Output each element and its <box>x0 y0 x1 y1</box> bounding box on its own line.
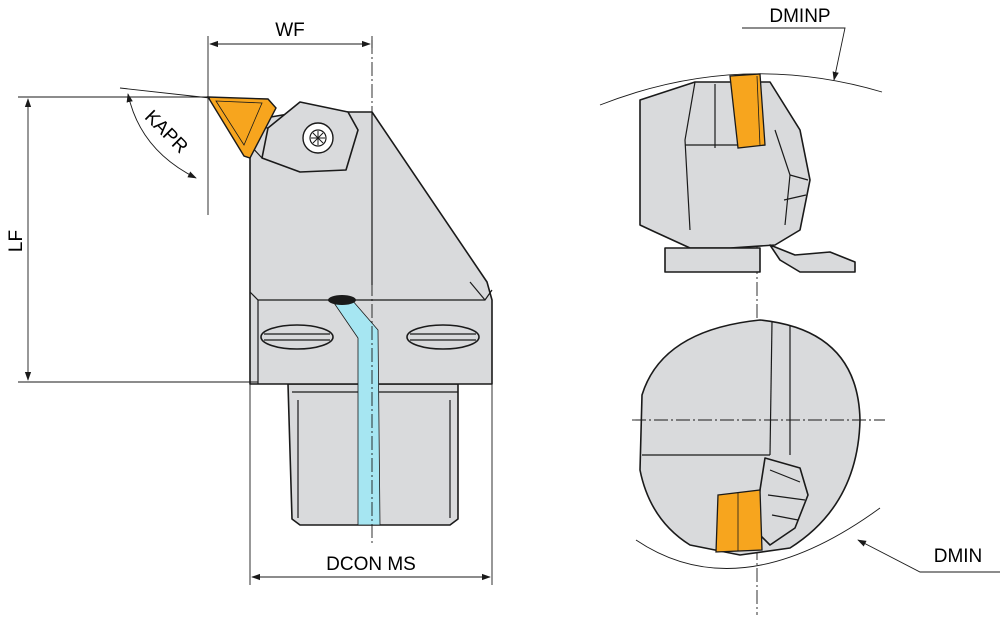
dmin-leader <box>857 539 1000 573</box>
coolant-outlet <box>328 295 356 305</box>
flange-edge <box>469 281 486 301</box>
bore-views: DMINP DMIN <box>599 6 1000 615</box>
side-view: WF LF KAPR DCON MS <box>6 20 493 585</box>
holder-body <box>249 111 493 385</box>
kapr-extension-line <box>119 87 211 99</box>
kapr-arc <box>126 93 197 179</box>
lf-label: LF <box>6 230 27 252</box>
top-view: DMINP <box>599 6 883 273</box>
bottom-clamp-facet <box>767 469 806 521</box>
bottom-facet <box>769 321 773 456</box>
top-holder-body <box>639 81 811 249</box>
bottom-insert <box>715 489 763 553</box>
dminp-leader <box>742 27 846 81</box>
cutting-insert <box>206 96 277 159</box>
bottom-view: DMIN <box>632 319 1000 573</box>
top-facet <box>783 194 807 201</box>
top-facet <box>789 174 809 181</box>
clamp-screw-left <box>260 324 334 350</box>
dminp-label: DMINP <box>769 6 830 27</box>
torx-icon <box>309 129 327 147</box>
flange-edge <box>249 289 493 301</box>
top-facet <box>684 81 696 231</box>
top-insert-edge <box>756 75 761 147</box>
clamp-screw-right <box>406 324 480 350</box>
dmin-bore-arc <box>635 507 881 569</box>
torx-icon <box>311 131 325 145</box>
dminp-bore-arc <box>599 73 883 106</box>
top-base <box>664 247 761 273</box>
wf-label: WF <box>275 20 305 41</box>
dmin-label: DMIN <box>934 546 983 567</box>
insert-facet <box>215 100 263 146</box>
top-insert <box>729 73 766 149</box>
dcon-ms-label: DCON MS <box>326 554 416 575</box>
top-clamp <box>769 244 856 273</box>
kapr-label: KAPR <box>140 106 191 157</box>
